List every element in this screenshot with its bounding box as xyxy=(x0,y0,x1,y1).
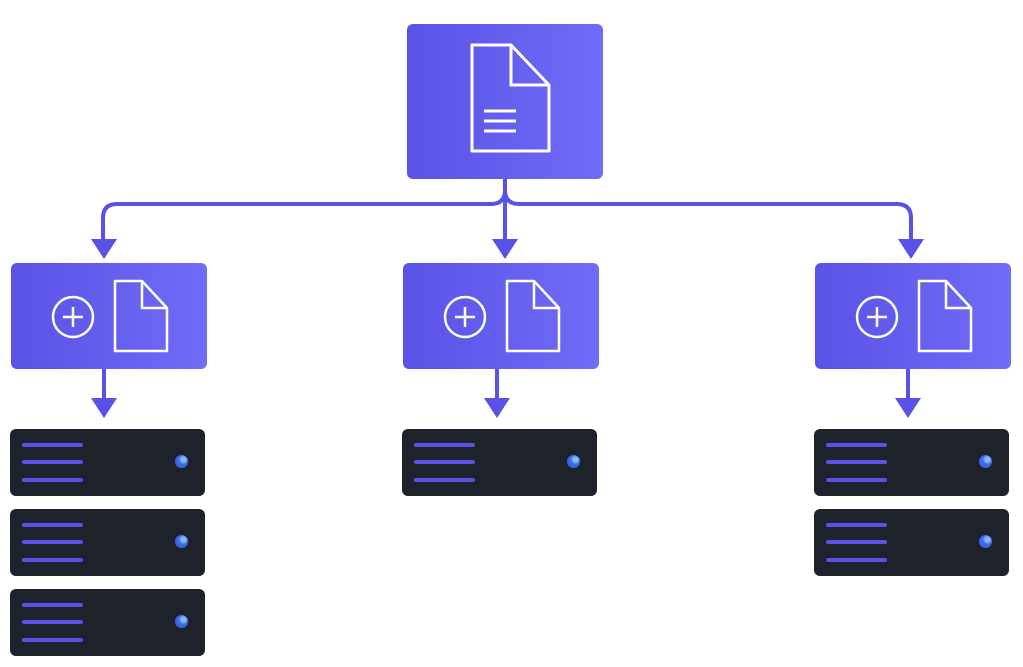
connector-root-right xyxy=(503,177,913,242)
plus-circle-icon xyxy=(443,295,487,339)
connector-root-left xyxy=(101,177,507,242)
server-bar xyxy=(22,620,83,624)
server-bar xyxy=(826,523,887,527)
server-bar xyxy=(22,638,83,642)
arrowhead-child3 xyxy=(898,239,924,259)
arrowhead-servers3 xyxy=(895,398,921,418)
document-with-lines-icon xyxy=(470,43,551,153)
server-bar xyxy=(22,603,83,607)
server-bar xyxy=(826,443,887,447)
server-icon xyxy=(814,509,1009,576)
document-icon xyxy=(113,279,169,353)
server-bar xyxy=(22,443,83,447)
server-bar xyxy=(22,523,83,527)
server-bar xyxy=(826,540,887,544)
server-bar xyxy=(414,478,475,482)
server-bar xyxy=(22,460,83,464)
child-node-1 xyxy=(11,263,207,369)
status-led xyxy=(567,455,580,468)
arrowhead-child2 xyxy=(492,239,518,259)
server-bar xyxy=(826,558,887,562)
document-icon xyxy=(917,279,973,353)
status-led xyxy=(175,615,188,628)
server-icon xyxy=(10,429,205,496)
plus-circle-icon xyxy=(855,295,899,339)
server-bar xyxy=(826,478,887,482)
status-led xyxy=(175,455,188,468)
server-bar xyxy=(22,558,83,562)
child-node-2 xyxy=(403,263,599,369)
arrowhead-servers1 xyxy=(91,398,117,418)
server-bar xyxy=(22,478,83,482)
server-icon xyxy=(402,429,597,496)
root-node xyxy=(407,24,603,179)
server-bar xyxy=(826,460,887,464)
server-icon xyxy=(10,589,205,656)
arrowhead-child1 xyxy=(91,239,117,259)
server-icon xyxy=(10,509,205,576)
document-icon xyxy=(505,279,561,353)
status-led xyxy=(979,535,992,548)
server-bar xyxy=(414,460,475,464)
server-bar xyxy=(414,443,475,447)
child-node-3 xyxy=(815,263,1011,369)
status-led xyxy=(175,535,188,548)
arrowhead-servers2 xyxy=(484,398,510,418)
status-led xyxy=(979,455,992,468)
server-bar xyxy=(22,540,83,544)
server-icon xyxy=(814,429,1009,496)
plus-circle-icon xyxy=(51,295,95,339)
